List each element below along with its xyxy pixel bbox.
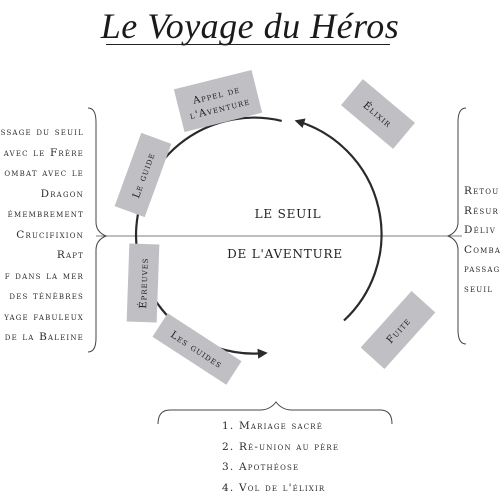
title-underline — [106, 44, 390, 45]
left-list-item: de la Baleine — [4, 331, 84, 343]
right-list-item: Comba — [464, 243, 500, 256]
left-list-item: Rapt — [56, 249, 84, 261]
threshold-label-line2: DE L'AVENTURE — [227, 247, 343, 261]
bottom-list-item: 1. Mariage sacré — [222, 420, 324, 432]
right-list-item: passag — [464, 263, 500, 275]
left-list-item: assage du seuil — [0, 126, 84, 138]
left-list-item: yage fabuleux — [4, 310, 84, 323]
bottom-brace — [157, 401, 393, 425]
stage-epreuves: Épreuves — [126, 243, 160, 323]
left-list: assage du seuil avec le Frère ombat avec… — [0, 122, 84, 348]
right-list: Retou Résur Déliv Comba passag seuil — [464, 182, 500, 299]
left-list-item: Crucifixion — [16, 228, 84, 241]
right-list-item: Retou — [464, 185, 500, 197]
stage-elixir: Élixir — [341, 79, 415, 149]
left-brace — [87, 107, 108, 353]
right-list-item: seuil — [464, 282, 494, 295]
left-list-item: avec le Frère — [3, 146, 84, 159]
bottom-list-item: 4. Vol de l'élixir — [222, 481, 326, 494]
diagram-title: Le Voyage du Héros — [100, 6, 400, 46]
left-list-item: Dragon — [40, 187, 84, 200]
stage-le-guide: Le guide — [114, 132, 172, 218]
left-list-item: émembrement — [7, 208, 84, 220]
journey-circle-lower-arc — [294, 118, 383, 322]
stage-epreuves-label: Épreuves — [137, 257, 151, 309]
bottom-list: 1. Mariage sacré 2. Ré-union au père 3. … — [222, 416, 339, 498]
threshold-label-line1: LE SEUIL — [255, 207, 322, 221]
left-list-item: f dans la mer — [4, 269, 84, 282]
stage-les-guides: Les guides — [152, 313, 242, 385]
stage-appel-de-laventure: Appel de l'Aventure — [173, 69, 263, 133]
bottom-list-item: 3. Apothéose — [222, 461, 300, 473]
left-list-item: des ténèbres — [9, 290, 84, 302]
stage-fuite: Fuite — [360, 291, 436, 369]
bottom-list-item: 2. Ré-union au père — [222, 440, 340, 453]
right-brace — [446, 107, 467, 345]
left-list-item: ombat avec le — [4, 167, 84, 179]
right-list-item: Résur — [464, 204, 499, 217]
right-list-item: Déliv — [464, 224, 496, 236]
